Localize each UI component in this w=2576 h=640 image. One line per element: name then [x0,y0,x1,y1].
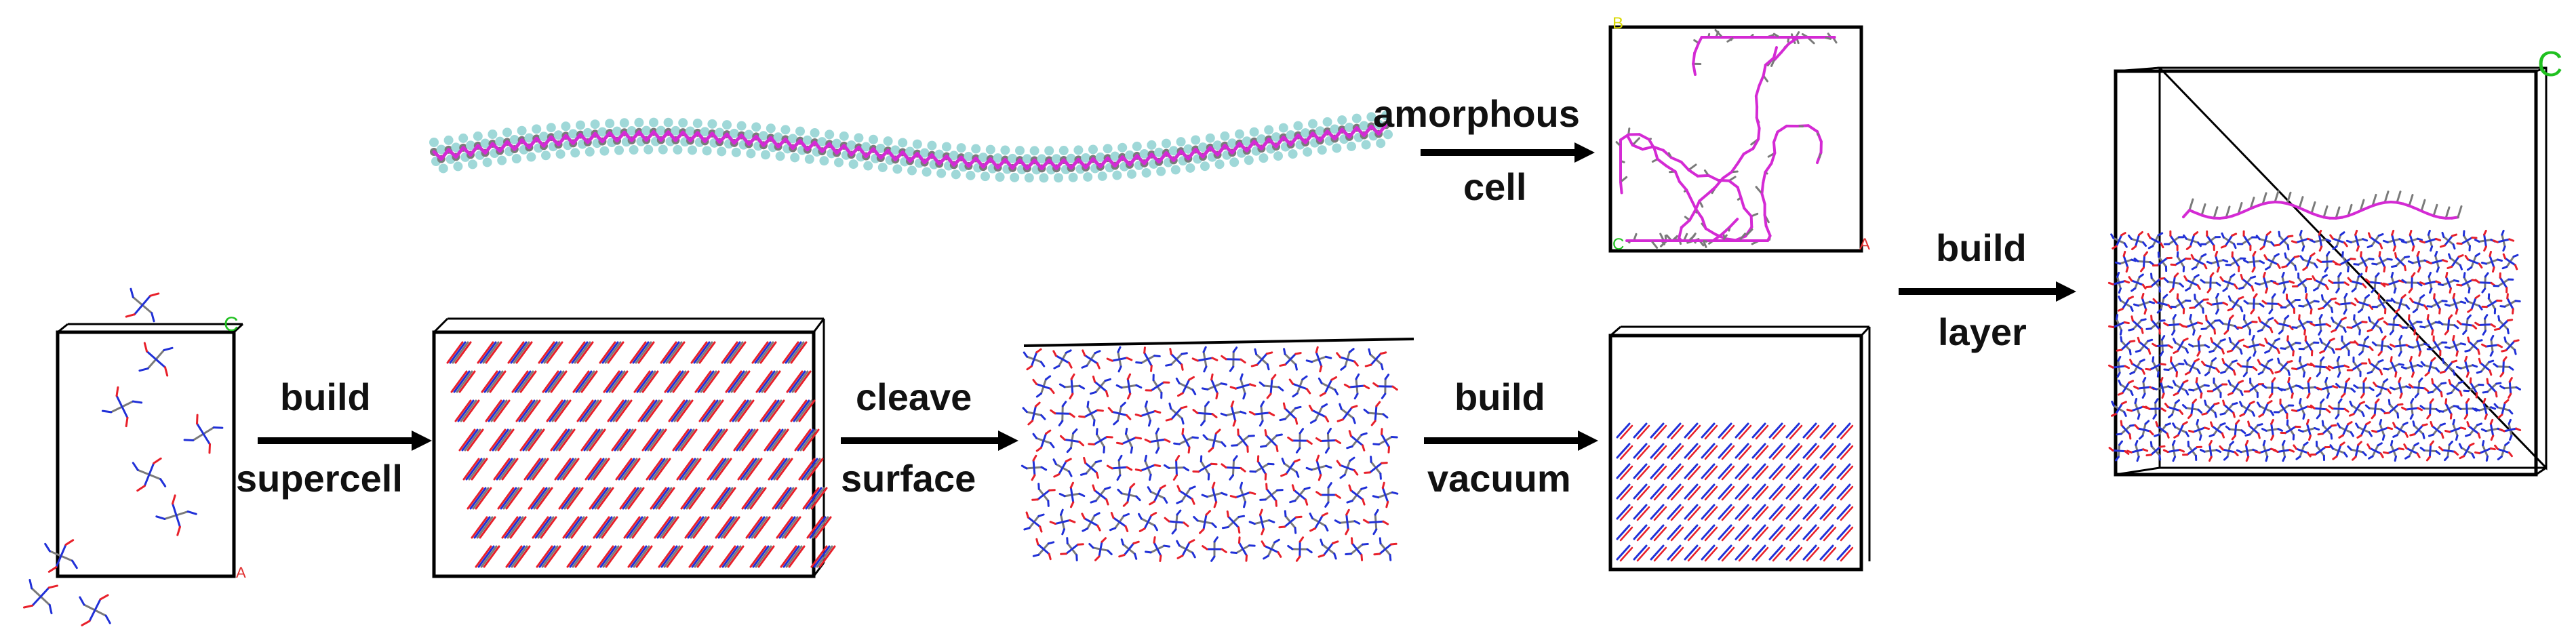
amorphous-step-label-2: cell [1463,165,1527,208]
vacuum-slab-image [1608,325,1871,572]
polymer-chain-image [429,111,1393,183]
layer-model-image: C [2107,45,2563,477]
layer-step-label-1: build [1936,226,2027,269]
vacuum-step-label-2: vacuum [1427,457,1571,500]
supercell-image [432,317,836,578]
axis-c-marker: C [1612,235,1624,254]
unit-cell-image: C A [22,287,246,626]
supercell-step-label-2: supercell [236,457,403,500]
supercell-step-label-1: build [280,376,371,418]
layer-step-label-2: layer [1938,311,2027,353]
unit-cell-c-label: C [224,313,239,336]
vacuum-step-label-1: build [1454,376,1545,418]
cleave-step-label-1: cleave [856,376,972,418]
layer-c-label: C [2537,45,2563,84]
axis-a-marker: A [1859,235,1870,254]
amorphous-step-label-1: amorphous [1373,92,1580,135]
axis-b-marker: B [1612,14,1623,33]
cleaved-surface-image [1021,338,1414,562]
axis-a-marker: A [236,564,246,581]
cleave-step-label-2: surface [841,457,976,500]
amorphous-cell-image: B C A [1608,14,1870,254]
